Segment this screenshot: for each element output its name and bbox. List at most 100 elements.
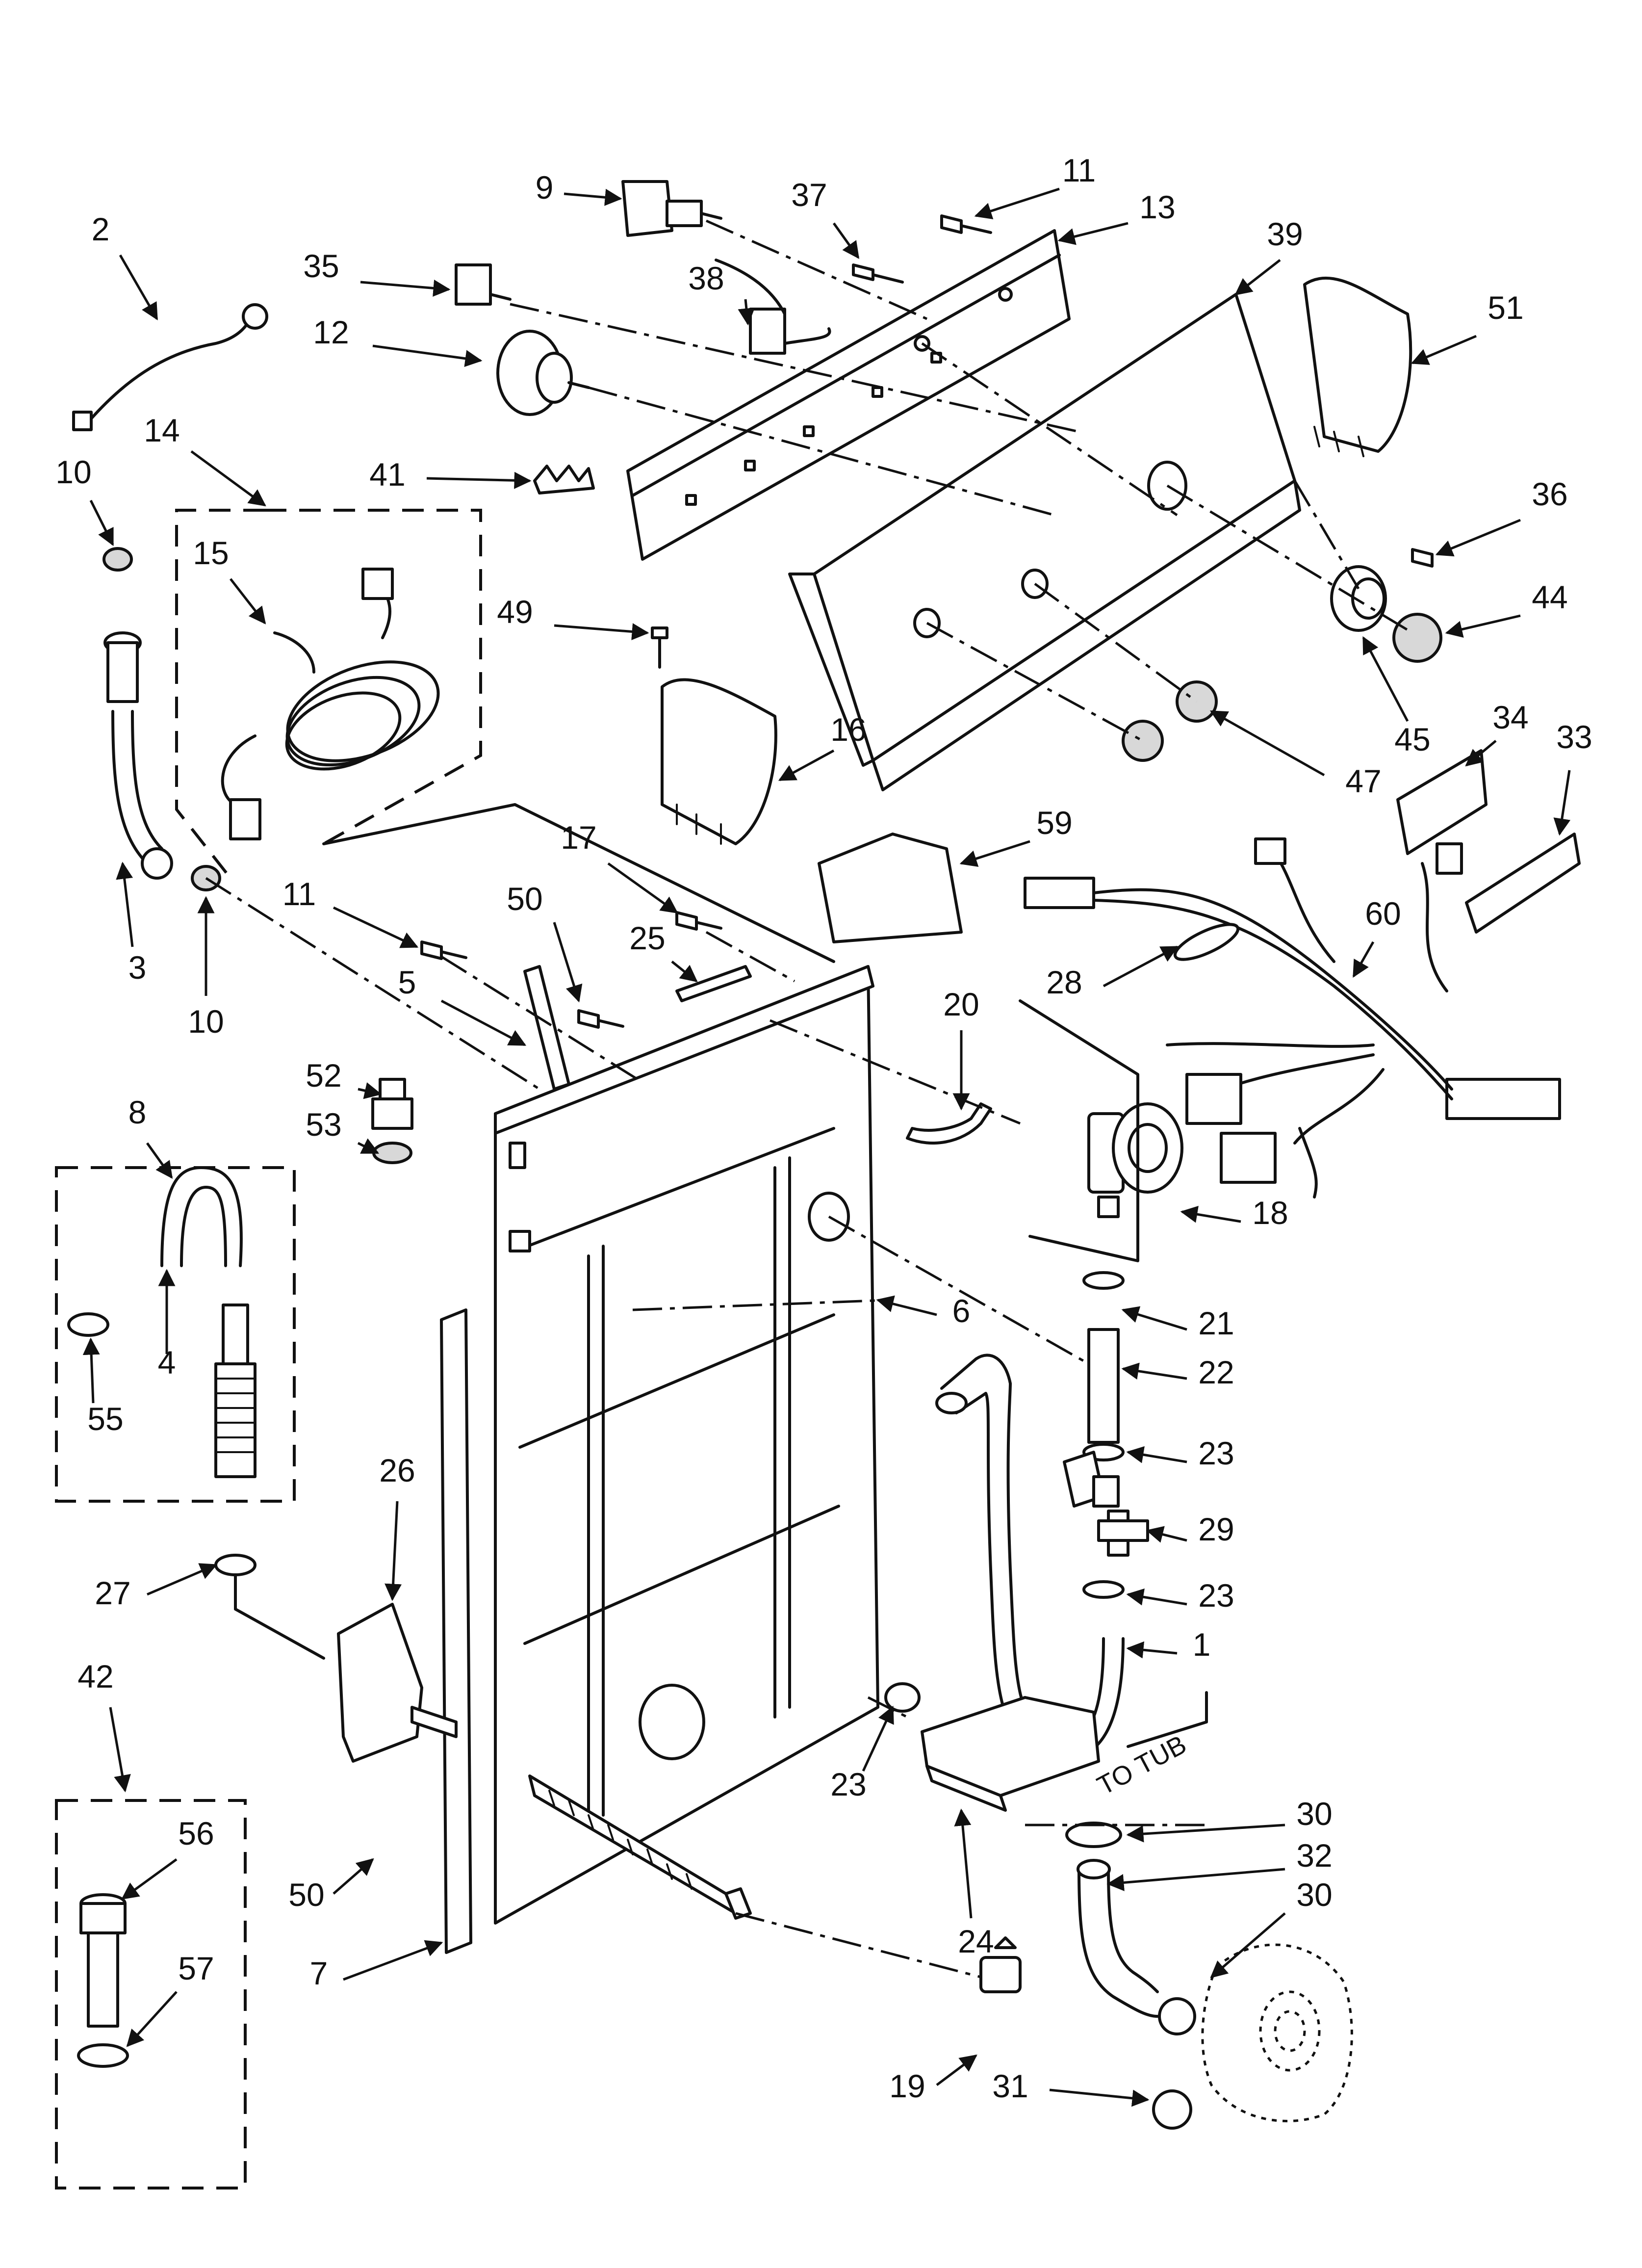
console-panel-39 [788, 293, 1301, 791]
callout-label-27: 27 [95, 1575, 130, 1611]
clamp-30-b [1158, 1997, 1196, 2035]
wire-harness-60 [1024, 837, 1561, 1199]
timer-12 [496, 330, 590, 416]
callout-leader-15 [230, 578, 266, 625]
callout-leader-42 [109, 1707, 131, 1793]
callout-leader-38 [738, 299, 755, 326]
callout-label-24: 24 [958, 1923, 994, 1959]
callout-label-15: 15 [193, 535, 229, 571]
callout-label-22: 22 [1198, 1354, 1234, 1390]
screw-49 [651, 626, 668, 669]
pump-outline [1201, 1943, 1353, 2122]
callout-label-21: 21 [1198, 1305, 1234, 1341]
callout-label-44: 44 [1532, 579, 1567, 615]
callout-leader-49 [554, 623, 649, 640]
callout-label-28: 28 [1046, 964, 1082, 1000]
callout-leader-22 [1121, 1362, 1187, 1380]
callout-label-38: 38 [688, 260, 724, 296]
bracket-34 [1396, 749, 1488, 855]
callout-label-19: 19 [889, 2068, 925, 2104]
callout-leader-12 [372, 344, 483, 367]
callout-leader-1 [1126, 1641, 1178, 1659]
callout-label-51: 51 [1488, 289, 1523, 326]
side-trim-7 [440, 1308, 472, 1954]
callout-label-18: 18 [1252, 1195, 1288, 1231]
callout-leader-23 [1126, 1446, 1187, 1463]
clamp-27 [214, 1554, 257, 1576]
callout-label-12: 12 [313, 314, 349, 350]
callout-leader-6 [876, 1295, 937, 1316]
callout-label-32: 32 [1296, 1837, 1332, 1874]
callout-label-23: 23 [830, 1766, 866, 1802]
callout-label-3: 3 [128, 949, 147, 986]
bracket-33 [1465, 833, 1581, 934]
inlet-valve-18 [1087, 1102, 1183, 1218]
bracket-26 [337, 1603, 423, 1763]
callout-label-50: 50 [507, 881, 542, 917]
callout-leader-57 [126, 1991, 178, 2047]
callout-label-56: 56 [178, 1815, 214, 1851]
callout-leader-13 [1057, 222, 1129, 245]
callout-leader-44 [1445, 614, 1521, 638]
callout-label-5: 5 [398, 964, 416, 1000]
callout-leader-33 [1553, 770, 1571, 836]
callout-leader-3 [116, 861, 134, 947]
callout-leader-37 [832, 222, 860, 259]
console-rail-13 [626, 229, 1071, 561]
callout-label-25: 25 [629, 920, 665, 956]
callout-leader-16 [778, 749, 835, 782]
hose-32 [1078, 1868, 1159, 2018]
callout-leader-35 [360, 279, 451, 297]
callout-label-41: 41 [369, 456, 405, 493]
drain-hose-4 [160, 1166, 243, 1267]
callout-label-35: 35 [303, 248, 339, 284]
callout-leader-2 [119, 254, 158, 321]
callout-leader-11 [333, 906, 419, 948]
callout-label-9: 9 [536, 169, 554, 206]
callout-label-52: 52 [306, 1057, 341, 1094]
callout-leader-9 [564, 188, 622, 206]
callout-label-2: 2 [92, 211, 110, 247]
bracket-24 [921, 1696, 1100, 1812]
assembly-box-42 [55, 1799, 247, 2190]
callout-label-4: 4 [158, 1344, 176, 1381]
clip-20 [906, 1102, 992, 1145]
callout-leader-29 [1146, 1526, 1187, 1543]
callout-label-55: 55 [87, 1401, 123, 1437]
callout-label-34: 34 [1492, 699, 1528, 735]
callout-label-36: 36 [1532, 476, 1567, 512]
callout-leader-8 [146, 1142, 173, 1179]
fill-hose-1 [940, 1354, 1105, 1740]
callout-leader-19 [936, 2054, 977, 2086]
end-cap-16 [661, 678, 777, 845]
clamp-31 [1152, 2089, 1192, 2130]
bracket-59 [818, 833, 963, 943]
callout-leader-47 [1209, 710, 1325, 777]
callout-leader-36 [1435, 519, 1521, 557]
callout-label-11: 11 [1062, 152, 1096, 188]
screw-36 [1411, 548, 1434, 568]
clip-41 [533, 465, 595, 495]
callout-label-37: 37 [791, 177, 827, 213]
callout-leader-5 [440, 999, 527, 1046]
knob-45 [1330, 565, 1387, 632]
callout-label-26: 26 [379, 1452, 415, 1488]
callout-label-1: 1 [1193, 1626, 1211, 1663]
knob-cap-44 [1392, 613, 1442, 663]
callout-leader-45 [1362, 636, 1409, 722]
callout-label-53: 53 [306, 1106, 341, 1143]
callout-label-14: 14 [144, 412, 180, 448]
callout-leader-34 [1465, 740, 1497, 767]
callout-label-7: 7 [310, 1955, 328, 1991]
bracket-25 [675, 965, 752, 1002]
ground-wire-2 [72, 303, 268, 431]
callout-label-29: 29 [1198, 1511, 1234, 1547]
washer-53 [372, 1142, 412, 1164]
callout-leader-23 [862, 1705, 894, 1772]
fitting-52 [371, 1078, 413, 1130]
callout-label-10: 10 [55, 454, 91, 490]
screw-17 [675, 911, 722, 931]
callout-leader-56 [121, 1858, 178, 1900]
callout-leader-18 [1180, 1205, 1241, 1223]
callout-label-10: 10 [188, 1003, 224, 1040]
